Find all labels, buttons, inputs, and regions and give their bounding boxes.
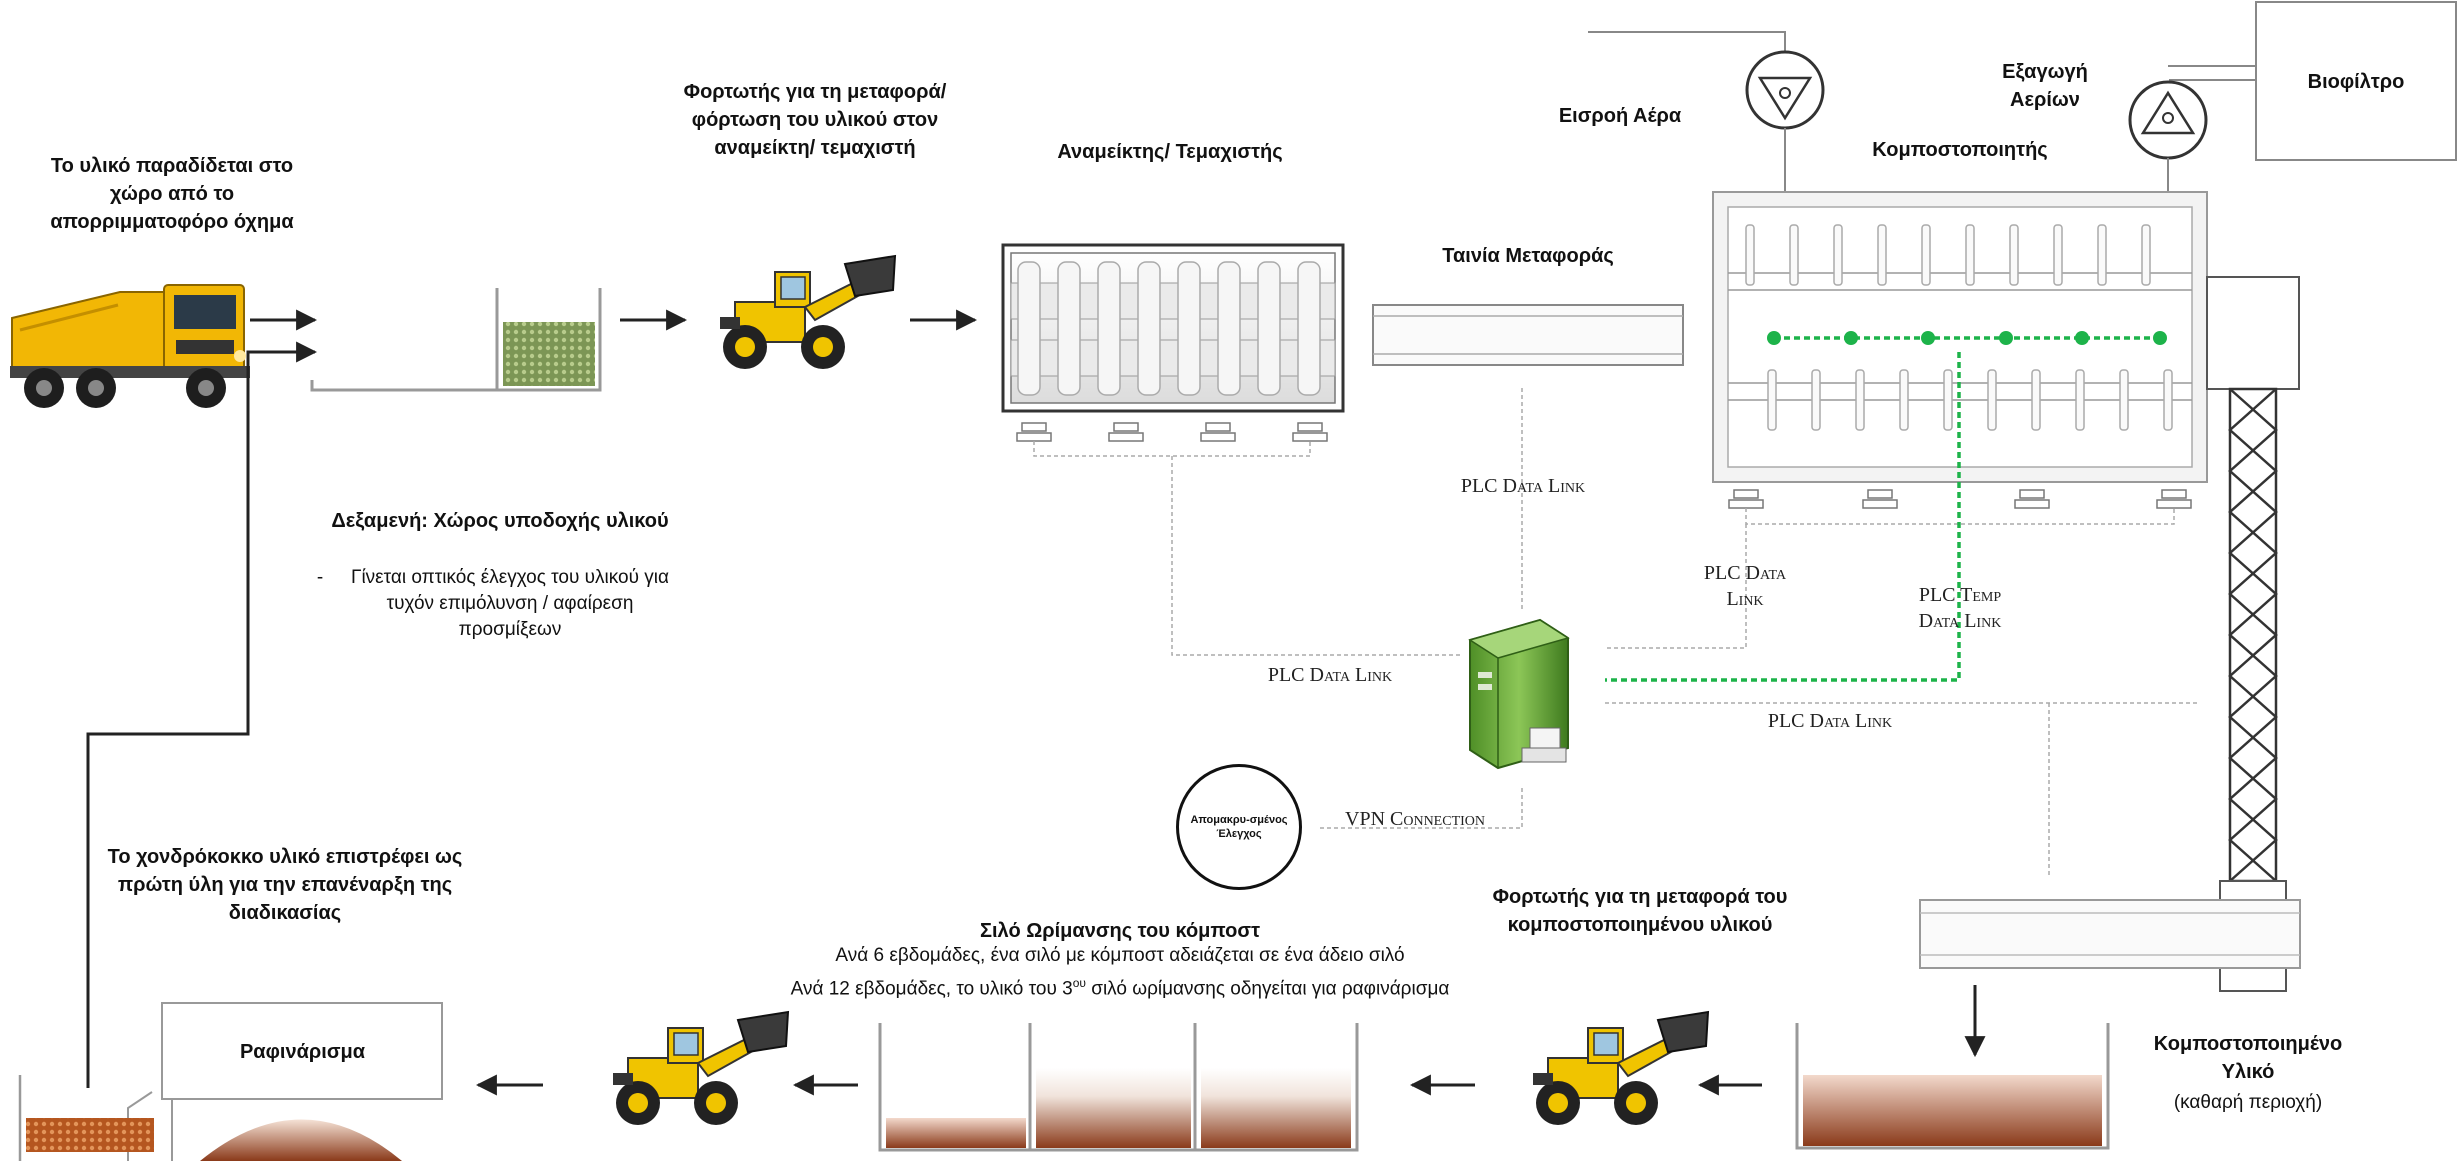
mixer-sensor-icon [1200,422,1236,442]
plc-server-icon [1468,618,1570,770]
wheel-loader-icon [719,255,896,370]
composted-material-label: Κομποστοποιημένο Υλικό [2153,1033,2343,1083]
gas-outlet-fan-icon [2128,65,2256,192]
silo-line-1: Ανά 6 εβδομάδες, ένα σιλό με κόμποστ αδε… [835,945,1405,966]
mixer-label: Αναμείκτης/ Τεμαχιστής [1057,141,1283,163]
output-conveyor-belt [1919,899,2301,969]
recycle-label: Το χονδρόκοκκο υλικό επιστρέφει ως πρώτη… [107,846,463,924]
remote-control-bubble: Απομακρυ-σμένος Έλεγχος [1176,764,1302,890]
dump-truck-icon [10,284,250,408]
refining-label: Ραφινάρισμα [239,1041,366,1063]
gas-outlet-label: Εξαγωγή Αερίων [2002,61,2088,111]
plc-link-label-composter: PLC Data Link [1703,562,1787,610]
biofilter-label: Βιοφίλτρο [2307,71,2405,93]
plc-link-label-mixer: PLC Data Link [1267,664,1393,686]
tank-description: Γίνεται οπτικός έλεγχος του υλικού για τ… [351,567,669,640]
mixer-sensor-icon [1108,422,1144,442]
lift-tower [2206,276,2300,992]
maturation-silos [878,1023,1359,1152]
air-inlet-fan-icon [1745,50,1825,192]
composted-material-bin [1795,1023,2110,1150]
biofilter-box [2255,1,2457,161]
conveyor-label: Ταινία Μεταφοράς [1442,245,1614,267]
delivery-label: Το υλικό παραδίδεται στο χώρο από το απο… [50,155,294,233]
composter-sensor-icon [1728,489,1764,509]
mixer-sensor-icon [1016,422,1052,442]
composter [1712,191,2208,483]
plc-link-line-mixer [1171,456,1460,656]
clean-area-label: (καθαρή περιοχή) [2173,1092,2323,1113]
silo-title: Σιλό Ωρίμανσης του κόμποστ [980,920,1260,942]
loader-top-label: Φορτωτής για τη μεταφορά/ φόρτωση του υλ… [683,81,947,159]
wheel-loader-icon [1532,1011,1709,1126]
composter-sensor-icon [2156,489,2192,509]
silo-line-2: Ανά 12 εβδομάδες, το υλικό του 3ου σιλό … [790,976,1450,1000]
plc-link-label-conveyor: PLC Data Link [1460,475,1586,497]
conveyor-belt [1372,304,1684,366]
recycle-flow-line [86,341,318,1088]
composter-sensor-icon [1862,489,1898,509]
air-inlet-label: Εισροή Αέρα [1558,105,1682,127]
coarse-material-bin [18,1075,154,1161]
mixer-shredder [1001,243,1345,413]
plc-link-label-bottom: PLC Data Link [1767,710,1893,732]
reception-tank [310,288,602,392]
gas-outlet-pipe [2169,79,2256,82]
vpn-connection-label: VPN Connection [1345,808,1486,830]
plc-link-line-composter [1606,524,1747,649]
loader-bottom-label: Φορτωτής για τη μεταφορά του κομποστοποι… [1492,886,1788,936]
plc-temp-link-label: PLC Temp Data Link [1918,584,2002,632]
plc-temp-link-line [1605,352,1961,682]
refining-unit [127,1002,443,1161]
wheel-loader-icon [612,1011,789,1126]
composter-sensor-icon [2014,489,2050,509]
tank-title: Δεξαμενή: Χώρος υποδοχής υλικού [331,510,669,532]
temperature-sensor-icon [1767,331,2167,345]
mixer-sensor-icon [1292,422,1328,442]
tank-bullet: - [316,567,324,588]
composter-label: Κομποστοποιητής [1872,139,2048,161]
